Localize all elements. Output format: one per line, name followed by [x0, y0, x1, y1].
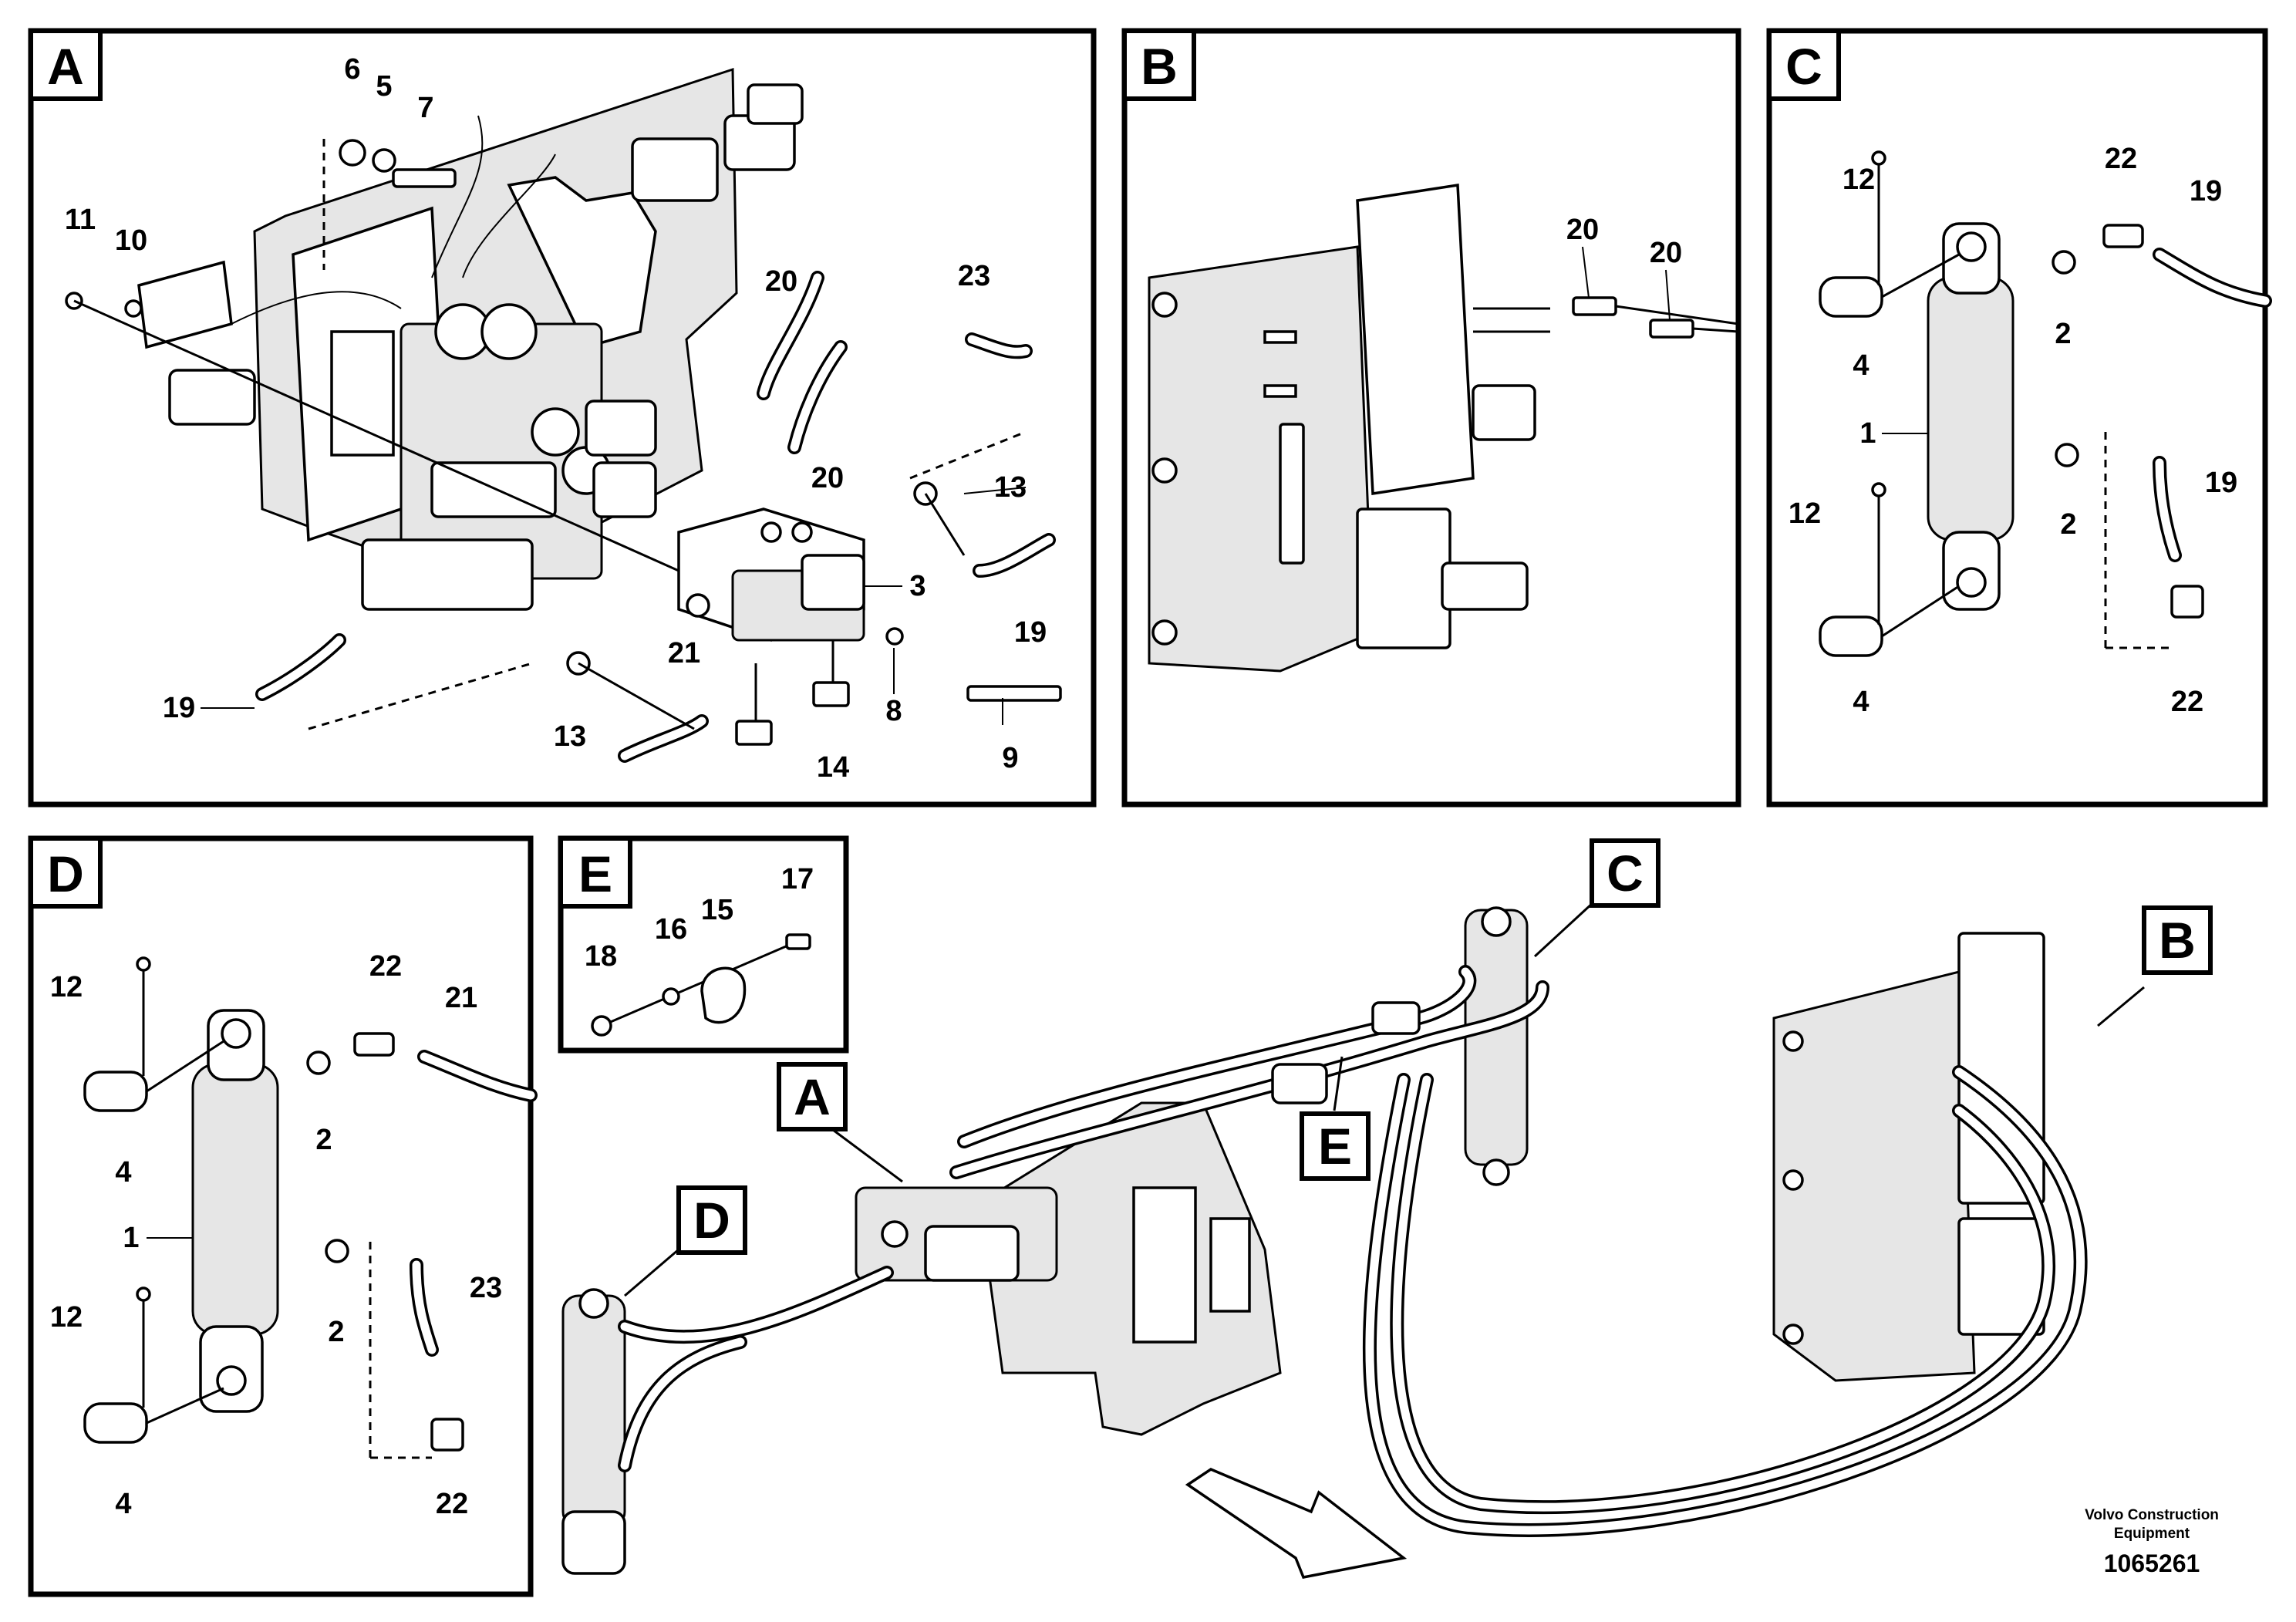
- callout-21: 21: [445, 982, 477, 1014]
- callout-4-lower: 4: [115, 1488, 131, 1520]
- callout-2-upper: 2: [315, 1124, 332, 1156]
- callout-8: 8: [885, 695, 902, 727]
- callout-6: 6: [344, 53, 360, 86]
- callout-22-upper: 22: [2105, 143, 2137, 175]
- callout-13-left: 13: [554, 720, 586, 753]
- callout-18: 18: [585, 940, 617, 973]
- panel-a-tag: A: [47, 38, 84, 95]
- callout-10: 10: [115, 224, 147, 257]
- panel-a-callouts: 6 5 7 11 10 20 23 20 13 3 19 21 19 13 8 …: [65, 53, 1047, 784]
- callout-12-lower: 12: [50, 1301, 83, 1334]
- panel-b: B 20 20: [1121, 28, 1741, 808]
- callout-12-upper: 12: [1843, 164, 1875, 196]
- callout-16: 16: [655, 913, 687, 946]
- callout-7: 7: [417, 92, 433, 124]
- panel-d-tag-box: [29, 836, 103, 909]
- svg-text:D: D: [693, 1192, 730, 1249]
- callout-5: 5: [376, 70, 392, 103]
- panel-a-valve-block: [677, 508, 865, 642]
- overview-tag-e: E: [1300, 1111, 1371, 1181]
- panel-a-hardware: [65, 139, 1062, 763]
- drawing-number: 1065261: [2104, 1549, 2200, 1577]
- callout-20-lower: 20: [811, 462, 844, 494]
- svg-text:C: C: [1607, 845, 1644, 902]
- svg-text:A: A: [794, 1068, 831, 1125]
- callout-20-upper: 20: [765, 265, 797, 298]
- panel-c-tag-box: [1767, 29, 1841, 101]
- panel-c-frame: [1766, 28, 2268, 808]
- panel-d: D 12 22 21 4: [28, 835, 538, 1597]
- panel-a-tag-box: [29, 29, 103, 101]
- forward-arrow-icon: [1185, 1468, 1408, 1579]
- callout-19-upper: 19: [2190, 175, 2222, 207]
- callout-19-lower: 19: [2205, 467, 2237, 499]
- callout-15: 15: [701, 894, 733, 926]
- callout-1: 1: [1859, 417, 1876, 450]
- overview-tag-a: A: [777, 1062, 848, 1131]
- svg-text:E: E: [1318, 1118, 1352, 1175]
- panel-d-cylinder: [83, 956, 538, 1459]
- panel-d-tag: D: [47, 845, 84, 902]
- footer: Volvo Construction Equipment 1065261: [2085, 1507, 2219, 1577]
- callout-1: 1: [123, 1222, 139, 1254]
- callout-20-right: 20: [1650, 237, 1682, 269]
- panel-e-tag: E: [578, 845, 612, 902]
- panel-c: C 12 22 19 4: [1766, 28, 2272, 808]
- callout-4-upper: 4: [1853, 349, 1869, 382]
- callout-14: 14: [817, 751, 849, 784]
- callout-19-right: 19: [1014, 616, 1047, 649]
- callout-19-left: 19: [163, 692, 195, 724]
- callout-3: 3: [909, 570, 925, 602]
- panel-e-clamp: [591, 933, 811, 1037]
- callout-22-upper: 22: [369, 950, 402, 983]
- callout-4-upper: 4: [115, 1156, 131, 1189]
- callout-2-lower: 2: [2060, 508, 2076, 541]
- panel-d-frame: [28, 835, 534, 1597]
- panel-c-cylinder: [1819, 150, 2272, 657]
- overview-tag-c: C: [1590, 838, 1660, 908]
- callout-17: 17: [781, 863, 814, 895]
- panel-b-tag: B: [1141, 38, 1178, 95]
- overview-tag-d: D: [676, 1185, 747, 1255]
- brand-line-2: Equipment: [2114, 1526, 2190, 1542]
- overview-assembly: [561, 901, 2145, 1575]
- panel-c-tag: C: [1785, 38, 1822, 95]
- callout-22-lower: 22: [2171, 686, 2203, 718]
- svg-text:B: B: [2159, 912, 2196, 969]
- callout-4-lower: 4: [1853, 686, 1869, 718]
- panel-a: A: [28, 28, 1097, 808]
- panel-b-tag-box: [1122, 29, 1196, 101]
- panel-e: E 17 18 16 15: [558, 835, 849, 1054]
- panel-e-tag-box: [558, 836, 632, 909]
- callout-2-lower: 2: [328, 1316, 344, 1348]
- panel-b-valve-assembly: [1148, 183, 1739, 673]
- callout-22-lower: 22: [436, 1488, 468, 1520]
- callout-9: 9: [1002, 742, 1018, 774]
- callout-20-left: 20: [1566, 214, 1599, 246]
- callout-23: 23: [470, 1272, 502, 1304]
- callout-23: 23: [958, 260, 990, 292]
- callout-21: 21: [668, 637, 700, 669]
- brand-line-1: Volvo Construction: [2085, 1507, 2219, 1523]
- callout-12-upper: 12: [50, 971, 83, 1003]
- callout-2-upper: 2: [2055, 318, 2071, 350]
- callout-12-lower: 12: [1789, 497, 1821, 530]
- callout-11: 11: [65, 204, 96, 236]
- overview-tag-b: B: [2142, 905, 2213, 975]
